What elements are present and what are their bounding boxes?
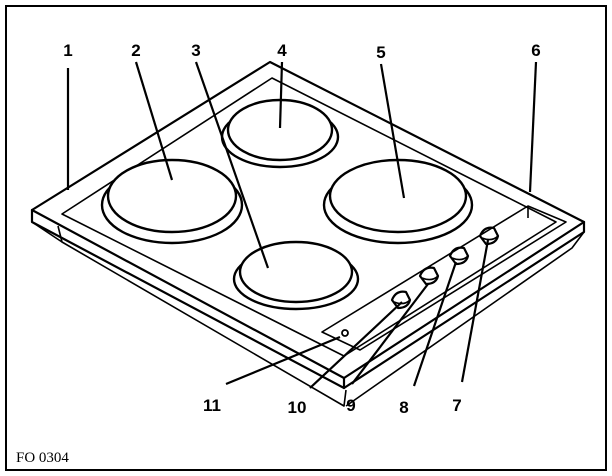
leader-11 (225, 335, 341, 386)
leader-3 (194, 61, 270, 269)
hob-left-lower (57, 225, 347, 407)
indicator-light (341, 329, 349, 337)
control-knob-3 (448, 246, 470, 266)
leader-8 (412, 261, 458, 387)
callout-6: 6 (531, 41, 540, 60)
leader-9 (351, 283, 429, 385)
leader-10 (309, 301, 403, 389)
callout-11: 11 (203, 396, 221, 415)
hob-right-lower (345, 231, 585, 407)
hob-left-base (31, 221, 63, 243)
leader-7 (460, 239, 490, 383)
leader-lines (66, 61, 538, 389)
callout-labels: 1 2 3 4 5 6 7 8 9 10 11 (63, 41, 540, 417)
hotplate-front (232, 240, 360, 311)
callout-9: 9 (346, 396, 355, 415)
leader-2 (134, 61, 174, 181)
figure-frame (5, 5, 607, 471)
callout-7: 7 (452, 396, 461, 415)
callout-3: 3 (191, 41, 200, 60)
control-knob-4 (478, 226, 500, 246)
figure-code: FO 0304 (16, 450, 69, 466)
callout-2: 2 (131, 41, 140, 60)
hob-inner-edge (61, 77, 557, 357)
callout-5: 5 (376, 43, 385, 62)
leader-6 (528, 61, 538, 193)
callout-8: 8 (399, 398, 408, 417)
callout-4: 4 (277, 41, 287, 60)
hotplate-left-large (100, 158, 244, 245)
control-knob-1 (390, 290, 412, 310)
callout-1: 1 (63, 41, 72, 60)
leader-4 (278, 61, 284, 129)
callout-10: 10 (288, 398, 307, 417)
leader-5 (379, 63, 406, 199)
control-knob-2 (418, 266, 440, 286)
hob-left-side (30, 208, 346, 390)
hotplate-right-large (322, 158, 474, 245)
